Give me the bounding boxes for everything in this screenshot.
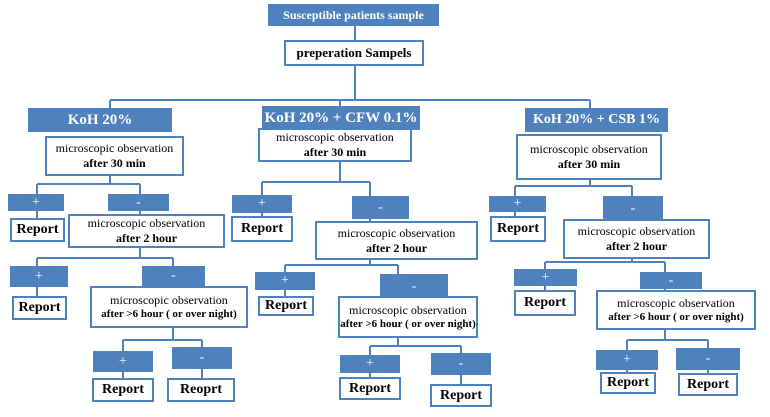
report-label: Report — [16, 222, 59, 238]
positive-box: + — [232, 195, 292, 213]
observation-time: after 2 hour — [605, 239, 668, 253]
observation-box: microscopic observation after >6 hour ( … — [596, 290, 756, 330]
positive-box: + — [10, 266, 68, 287]
report-box: Report — [339, 377, 401, 400]
report-label: Report — [349, 380, 391, 396]
observation-time: after 2 hour — [365, 240, 428, 255]
report-box: Report — [92, 378, 154, 402]
positive-box: + — [8, 194, 64, 211]
negative-box: - — [640, 272, 702, 289]
observation-text: microscopic observation — [617, 295, 735, 310]
observation-box: microscopic observation after >6 hour ( … — [90, 286, 248, 328]
observation-text: microscopic observation — [337, 225, 456, 240]
title-box: Susceptible patients sample — [268, 4, 439, 26]
negative-box: - — [380, 274, 448, 299]
observation-box: microscopic observation after 30 min — [258, 128, 412, 162]
observation-box: microscopic observation after 30 min — [516, 134, 662, 180]
observation-text: microscopic observation — [349, 302, 467, 317]
branch-header: KoH 20% — [28, 108, 172, 132]
report-box: Report — [258, 296, 314, 316]
observation-box: microscopic observation after >6 hour ( … — [338, 296, 478, 338]
negative-box: - — [142, 266, 205, 286]
negative-box: - — [352, 196, 409, 219]
report-label: Report — [497, 221, 539, 237]
preparation-box: preperation Sampels — [284, 40, 424, 66]
report-label: Report — [687, 376, 729, 392]
report-label: Reoprt — [180, 382, 222, 398]
observation-box: microscopic observation after 30 min — [45, 136, 184, 176]
observation-box: microscopic observation after 2 hour — [563, 219, 710, 259]
branch-header: KoH 20% + CFW 0.1% — [262, 106, 420, 130]
positive-box: + — [255, 272, 315, 290]
report-label: Report — [524, 295, 566, 311]
positive-box: + — [340, 355, 400, 373]
observation-box: microscopic observation after 2 hour — [68, 214, 225, 248]
positive-box: + — [596, 350, 658, 370]
report-label: Report — [440, 387, 482, 403]
observation-time: after 30 min — [83, 156, 146, 170]
report-box: Report — [430, 384, 492, 407]
report-label: Report — [241, 221, 283, 237]
observation-time: after 30 min — [303, 145, 367, 159]
observation-text: microscopic observation — [276, 130, 394, 144]
report-label: Report — [607, 375, 649, 391]
report-box: Report — [10, 218, 65, 242]
positive-box: + — [514, 269, 577, 286]
branch-header: KoH 20% + CSB 1% — [525, 108, 668, 132]
report-label: Report — [18, 300, 61, 316]
report-label: Report — [102, 382, 144, 398]
report-label: Report — [265, 298, 307, 314]
negative-box: - — [431, 353, 491, 375]
report-box: Report — [231, 216, 293, 242]
observation-time: after >6 hour ( or over night) — [608, 310, 744, 323]
preparation-label: preperation Sampels — [296, 44, 412, 60]
report-box: Report — [678, 373, 738, 396]
report-box: Report — [490, 216, 546, 242]
observation-time: after 2 hour — [115, 231, 178, 245]
report-box: Report — [514, 290, 576, 316]
observation-text: microscopic observation — [110, 292, 228, 307]
observation-time: after 30 min — [557, 157, 621, 171]
negative-box: - — [603, 196, 663, 221]
positive-box: + — [93, 351, 153, 372]
negative-box: - — [172, 347, 232, 369]
report-box: Report — [12, 296, 67, 320]
observation-text: microscopic observation — [530, 142, 648, 156]
positive-box: + — [489, 196, 546, 212]
observation-box: microscopic observation after 2 hour — [315, 221, 478, 260]
report-box: Report — [600, 372, 656, 394]
observation-time: after >6 hour ( or over night) — [101, 307, 237, 320]
observation-text: microscopic observation — [577, 224, 696, 238]
negative-box: - — [676, 348, 740, 370]
observation-time: after >6 hour ( or over night) — [340, 317, 476, 330]
report-box: Reoprt — [167, 378, 235, 402]
observation-text: microscopic observation — [55, 141, 174, 155]
negative-box: - — [108, 194, 169, 211]
observation-text: microscopic observation — [87, 216, 206, 230]
